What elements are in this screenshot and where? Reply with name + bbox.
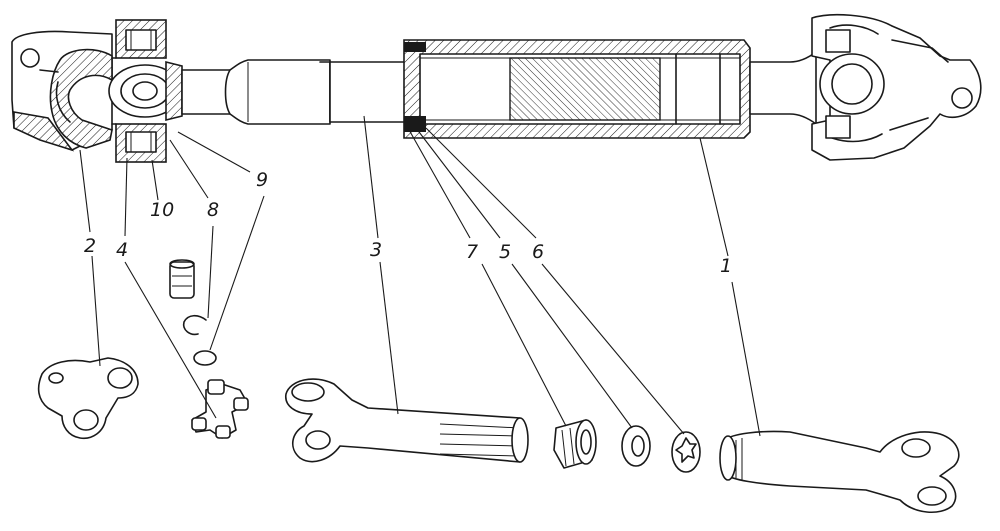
part-10-bearing-cup bbox=[169, 259, 195, 299]
leader-lines bbox=[79, 115, 761, 437]
part-6-star-washer bbox=[671, 431, 701, 473]
right-tube-transition bbox=[749, 51, 817, 125]
assembled-driveshaft bbox=[11, 13, 982, 163]
callout-8: 8 bbox=[207, 199, 220, 221]
left-flange-yoke bbox=[11, 30, 113, 152]
callout-2: 2 bbox=[84, 235, 97, 257]
part-7-nut bbox=[553, 419, 597, 469]
part-5-seal bbox=[621, 425, 651, 467]
callout-9: 9 bbox=[256, 169, 269, 191]
part-9-washer bbox=[193, 350, 217, 366]
callout-6: 6 bbox=[532, 241, 545, 263]
part-1-sleeve-yoke bbox=[719, 430, 960, 513]
part-8-snap-ring bbox=[182, 314, 207, 336]
callout-10: 10 bbox=[150, 199, 175, 221]
callout-3: 3 bbox=[370, 239, 383, 261]
callout-4: 4 bbox=[116, 239, 129, 261]
part-4-cross bbox=[191, 379, 249, 439]
callout-5: 5 bbox=[499, 241, 512, 263]
splined-shaft bbox=[181, 59, 411, 125]
callout-1: 1 bbox=[720, 255, 733, 277]
right-universal-joint bbox=[811, 13, 982, 161]
slip-tube-section bbox=[403, 39, 751, 139]
part-2-flange-yoke bbox=[37, 357, 139, 440]
callout-7: 7 bbox=[466, 241, 479, 263]
part-3-splined-yoke bbox=[285, 378, 529, 463]
left-cross-section bbox=[108, 19, 183, 163]
